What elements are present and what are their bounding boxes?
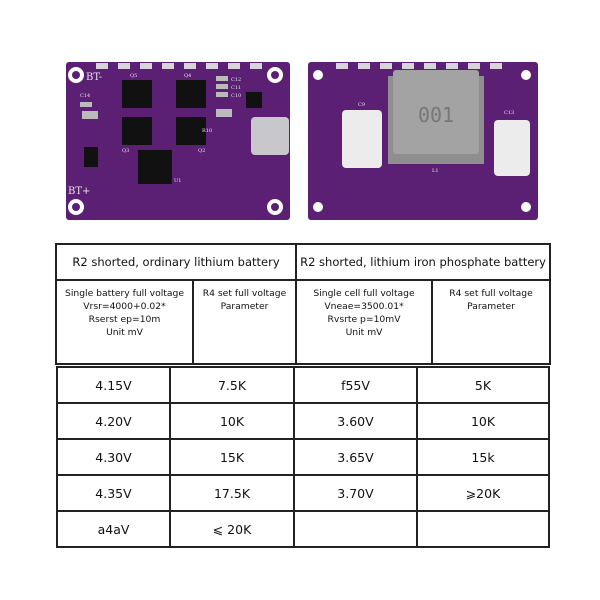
subheader-lifepo4-r4: R4 set full voltage Parameter <box>431 279 552 365</box>
label-l1: L1 <box>432 168 439 174</box>
cell: 5K <box>416 366 550 404</box>
cell: 10K <box>416 402 550 440</box>
cell: ⩾20K <box>416 474 550 512</box>
cell: f55V <box>293 366 418 404</box>
label-bt-plus: BT+ <box>68 186 90 197</box>
cell: 4.20V <box>56 402 171 440</box>
cell: 3.65V <box>293 438 418 476</box>
header-lifepo4: R2 shorted, lithium iron phosphate batte… <box>295 243 552 281</box>
table-row: a4aV⩽ 20K <box>56 510 550 548</box>
label-u1: U1 <box>174 178 181 184</box>
cell: 3.60V <box>293 402 418 440</box>
label-c9: C9 <box>358 102 365 108</box>
label-c11: C11 <box>231 85 241 91</box>
front-pcb-image: BT- BT+ U1 Q5 Q4 Q3 Q2 R10 C14 C12 C11 C… <box>66 62 290 220</box>
label-c10: C10 <box>231 93 241 99</box>
label-c14: C14 <box>80 93 90 99</box>
cell: 3.70V <box>293 474 418 512</box>
cell: 7.5K <box>169 366 295 404</box>
header-ordinary-lithium: R2 shorted, ordinary lithium battery <box>54 243 298 281</box>
label-q2: Q2 <box>198 148 205 154</box>
label-bt-minus: BT- <box>86 72 102 83</box>
cell: 10K <box>169 402 295 440</box>
label-r10: R10 <box>202 128 212 134</box>
spec-table: R2 shorted, ordinary lithium battery R2 … <box>54 243 552 365</box>
label-c12: C12 <box>231 77 241 83</box>
cell: 4.30V <box>56 438 171 476</box>
subheader-lithium-r4: R4 set full voltage Parameter <box>191 279 298 365</box>
subheader-lithium-full-voltage: Single battery full voltage Vrsr=4000+0.… <box>55 279 194 365</box>
label-q3: Q3 <box>122 148 129 154</box>
cell: 15k <box>416 438 550 476</box>
back-pcb-image: 001 L1 C9 C13 <box>308 62 538 220</box>
cell: 4.35V <box>56 474 171 512</box>
cell: 4.15V <box>56 366 171 404</box>
cell <box>416 510 550 548</box>
cell: 17.5K <box>169 474 295 512</box>
cell: ⩽ 20K <box>169 510 295 548</box>
label-q4: Q4 <box>184 73 191 79</box>
subheader-lifepo4-full-voltage: Single cell full voltage Vneae=3500.01* … <box>295 279 434 365</box>
cell: a4aV <box>56 510 171 548</box>
cell: 15K <box>169 438 295 476</box>
cell <box>293 510 418 548</box>
label-inductor: 001 <box>418 103 454 127</box>
label-q5: Q5 <box>130 73 137 79</box>
label-c13: C13 <box>504 110 514 116</box>
